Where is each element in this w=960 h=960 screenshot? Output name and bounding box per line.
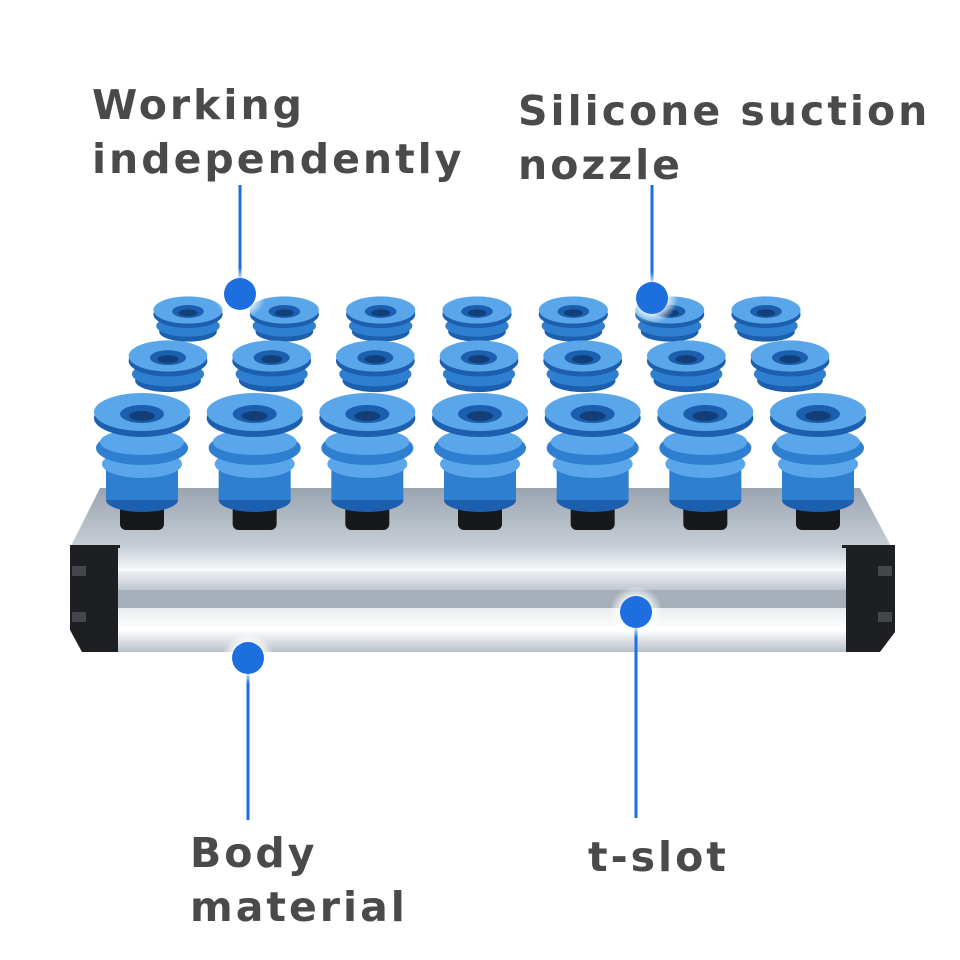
marker-body — [222, 632, 274, 684]
suction-cup — [249, 296, 319, 342]
suction-cup — [432, 393, 528, 530]
suction-cup — [731, 296, 801, 342]
callout-body-line2: material — [190, 883, 408, 931]
marker-tslot — [610, 586, 662, 638]
callout-silicone-suction-nozzle: Silicone suction nozzle — [518, 84, 930, 192]
suction-cup — [128, 340, 208, 393]
suction-cup — [335, 340, 415, 393]
marker-working — [214, 268, 266, 320]
callout-silicone-line1: Silicone suction — [518, 87, 931, 135]
suction-cup-array — [94, 296, 866, 530]
callout-silicone-line2: nozzle — [518, 141, 683, 189]
callout-body-line1: Body — [190, 829, 318, 877]
t-slot-groove — [118, 590, 846, 608]
callout-working-line2: independently — [92, 135, 465, 183]
callout-body-material: Body material — [190, 826, 408, 934]
suction-cup — [538, 296, 608, 342]
suction-cup — [770, 393, 866, 530]
marker-silicone — [626, 272, 678, 324]
suction-cup — [153, 296, 223, 342]
callout-working-line1: Working — [92, 81, 306, 129]
suction-cup — [94, 393, 190, 530]
callout-working-independently: Working independently — [92, 78, 464, 186]
suction-cup — [232, 340, 312, 393]
callout-tslot-line1: t-slot — [588, 833, 729, 881]
suction-cup — [544, 393, 641, 530]
left-end-cap — [70, 545, 120, 652]
suction-cup — [657, 393, 754, 530]
suction-cup — [319, 393, 416, 530]
suction-cup — [646, 340, 726, 393]
suction-cup — [346, 296, 416, 342]
suction-cup — [543, 340, 623, 393]
suction-cup — [439, 340, 519, 393]
suction-cup — [442, 296, 512, 342]
right-end-cap — [842, 545, 895, 652]
suction-cup — [206, 393, 303, 530]
suction-cup — [750, 340, 830, 393]
callout-t-slot: t-slot — [588, 830, 729, 884]
